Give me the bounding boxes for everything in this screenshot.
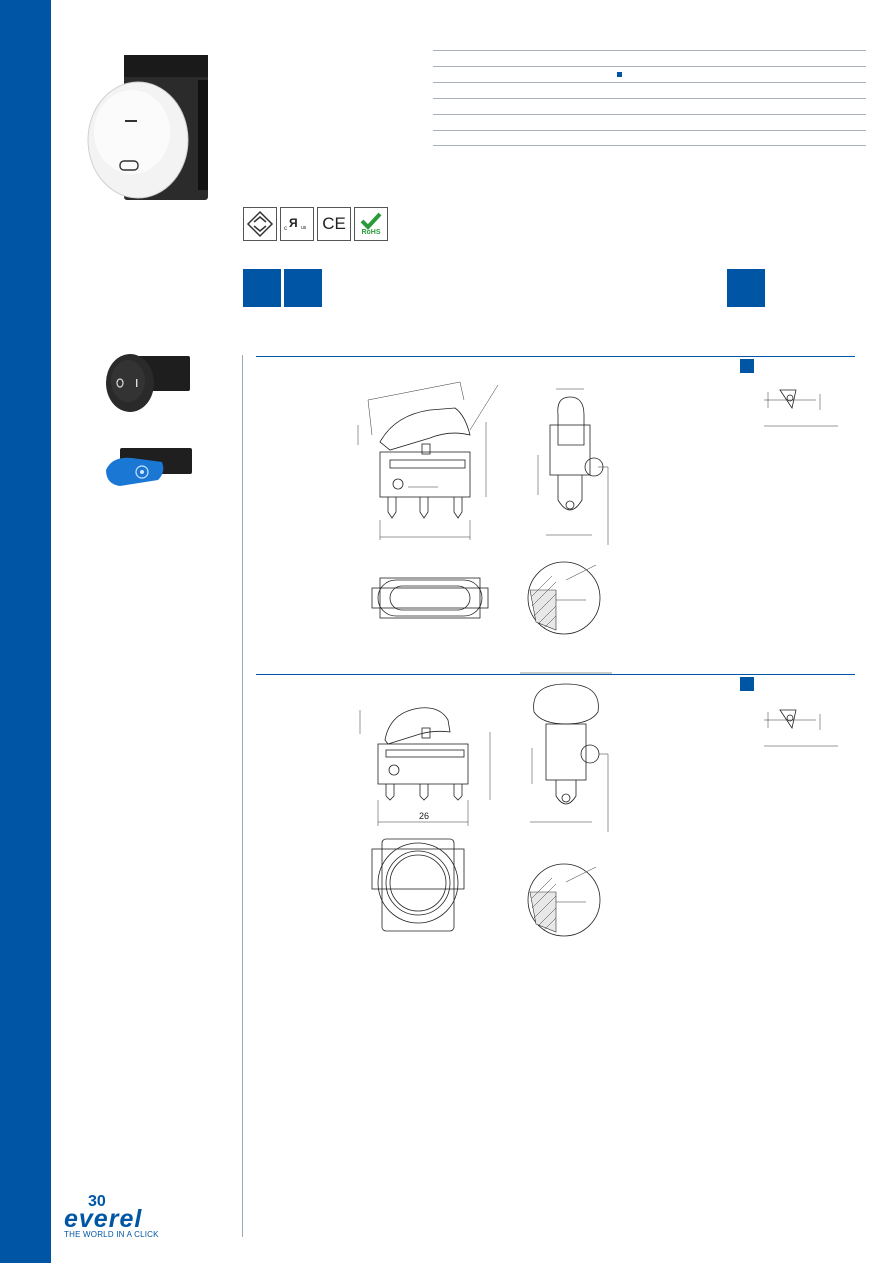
ul-c-mark: c [284,226,287,232]
logo-tagline: THE WORLD IN A CLICK [64,1230,159,1239]
drawing-round-side-view [359,707,491,826]
spec-row [433,66,866,82]
section-2-tag [740,677,754,691]
logo-anniversary-number: 30 [88,1193,106,1210]
spec-row [433,82,866,98]
drawing-rocker-front-view [537,388,609,545]
spec-row [433,130,866,146]
terminal-detail-1 [764,389,838,427]
ce-mark-icon: CE [317,207,351,241]
svg-text:us: us [301,225,307,231]
variant-photo-blue-switch [106,448,192,486]
dimension-label-26: 26 [419,811,430,821]
variant-photo-black-switch [106,354,190,412]
drawing-round-top-view [371,838,465,932]
svg-text:Я: Я [289,216,298,230]
spec-marker [617,72,622,77]
certification-logos: c Я us CE RoHS [243,207,388,241]
drawing-rocker-side-view [357,381,499,540]
section-1-tag [740,359,754,373]
spec-row [433,114,866,130]
drawing-round-front-view [520,672,612,832]
spec-row [433,50,866,66]
brand-sidebar [0,0,51,1263]
feature-box-1 [243,269,281,307]
rohs-label: RoHS [361,228,381,236]
feature-box-2 [284,269,322,307]
feature-box-3 [727,269,765,307]
column-divider [242,355,243,1237]
terminal-detail-2 [764,709,838,747]
ul-recognized-icon: c Я us [280,207,314,241]
drawing-rocker-top-view [371,577,489,619]
product-photo-white-round-switch [87,55,208,200]
rohs-icon: RoHS [354,207,388,241]
ce-mark-label: CE [322,214,346,233]
spec-row [433,98,866,114]
drawing-detail-section-2 [527,863,601,937]
enec-icon [243,207,277,241]
section-2-rule [256,674,855,675]
everel-logo: 30 everel THE WORLD IN A CLICK [62,1193,192,1243]
spec-table [433,50,866,146]
logo-wordmark: everel [64,1205,143,1233]
drawing-detail-section-1 [527,561,601,635]
section-1-rule [256,356,855,357]
